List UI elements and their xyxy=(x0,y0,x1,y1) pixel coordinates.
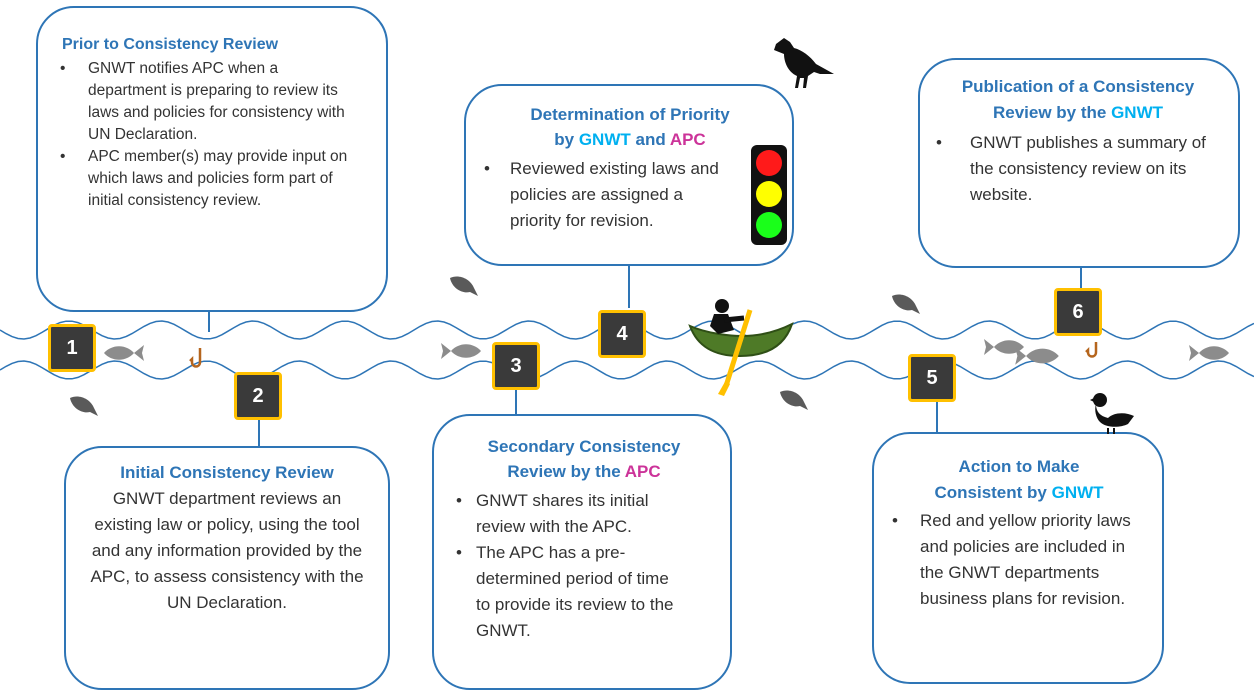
step-badge-3: 3 xyxy=(492,342,540,390)
fish-icon xyxy=(70,396,98,416)
fish-icon xyxy=(1015,347,1059,365)
fish-icon xyxy=(450,276,478,296)
connector-4 xyxy=(628,264,630,308)
apc-highlight: APC xyxy=(669,130,706,149)
step-6-title-line1: Publication of a Consistency xyxy=(961,77,1195,96)
connector-5 xyxy=(936,402,938,432)
gnwt-highlight: GNWT xyxy=(578,130,631,149)
step-badge-6: 6 xyxy=(1054,288,1102,336)
step-5-title-line2: Consistent by xyxy=(934,483,1052,502)
step-4-list: Reviewed existing laws and policies are … xyxy=(482,156,730,234)
step-5-box: Action to Make Consistent by GNWT Red an… xyxy=(872,432,1164,684)
step-badge-2: 2 xyxy=(234,372,282,420)
step-4-box: Determination of Priority by GNWT and AP… xyxy=(464,84,794,266)
hook-icon xyxy=(189,348,202,368)
fish-icon xyxy=(780,390,808,410)
step-2-title: Initial Consistency Review xyxy=(120,463,334,482)
canoe-icon xyxy=(688,299,794,396)
step-1-bullet: APC member(s) may provide input on which… xyxy=(58,146,348,212)
step-3-title-line2: Review by the xyxy=(507,462,625,481)
step-badge-5: 5 xyxy=(908,354,956,402)
connector-1 xyxy=(208,310,210,332)
connector-3 xyxy=(515,390,517,414)
traffic-light-icon xyxy=(751,145,787,245)
step-6-title: Publication of a Consistency Review by t… xyxy=(934,74,1222,126)
gnwt-highlight: GNWT xyxy=(1111,103,1164,122)
step-5-list: Red and yellow priority laws and policie… xyxy=(890,508,1140,612)
step-6-bullet: GNWT publishes a summary of the consiste… xyxy=(934,130,1220,208)
step-badge-4: 4 xyxy=(598,310,646,358)
step-1-bullet: GNWT notifies APC when a department is p… xyxy=(58,58,348,146)
hook-icon xyxy=(1085,342,1098,358)
step-3-box: Secondary Consistency Review by the APC … xyxy=(432,414,732,690)
fish-icon xyxy=(104,345,144,361)
duck-icon xyxy=(1090,393,1134,434)
fish-icon xyxy=(984,339,1024,355)
step-4-title-and: and xyxy=(630,130,670,149)
step-3-title-line1: Secondary Consistency xyxy=(487,437,681,456)
step-4-title: Determination of Priority by GNWT and AP… xyxy=(482,102,778,152)
step-5-bullet: Red and yellow priority laws and policie… xyxy=(890,508,1140,612)
apc-highlight: APC xyxy=(624,462,661,481)
step-6-title-line2: Review by the xyxy=(992,103,1112,122)
step-4-title-by: by xyxy=(554,130,579,149)
step-3-title: Secondary Consistency Review by the APC xyxy=(454,434,714,484)
step-3-list: GNWT shares its initial review with the … xyxy=(454,488,684,644)
connector-2 xyxy=(258,420,260,446)
step-3-bullet: The APC has a pre-determined period of t… xyxy=(454,540,684,644)
step-2-body: GNWT department reviews an existing law … xyxy=(90,489,364,612)
step-1-box: Prior to Consistency Review GNWT notifie… xyxy=(36,6,388,312)
step-badge-1: 1 xyxy=(48,324,96,372)
step-6-box: Publication of a Consistency Review by t… xyxy=(918,58,1240,268)
gnwt-highlight: GNWT xyxy=(1051,483,1104,502)
step-3-bullet: GNWT shares its initial review with the … xyxy=(454,488,684,540)
step-5-title-line1: Action to Make xyxy=(958,457,1080,476)
fish-icon xyxy=(441,343,481,359)
connector-6 xyxy=(1080,266,1082,288)
step-1-list: GNWT notifies APC when a department is p… xyxy=(58,58,348,212)
raven-icon xyxy=(774,38,834,88)
step-6-list: GNWT publishes a summary of the consiste… xyxy=(934,130,1220,208)
step-5-title: Action to Make Consistent by GNWT xyxy=(890,454,1148,506)
step-4-bullet: Reviewed existing laws and policies are … xyxy=(482,156,730,234)
step-1-title: Prior to Consistency Review xyxy=(62,36,279,53)
fish-icon xyxy=(1189,345,1229,361)
step-2-box: Initial Consistency Review GNWT departme… xyxy=(64,446,390,690)
step-4-title-line1: Determination of Priority xyxy=(530,105,730,124)
fish-icon xyxy=(892,294,920,314)
